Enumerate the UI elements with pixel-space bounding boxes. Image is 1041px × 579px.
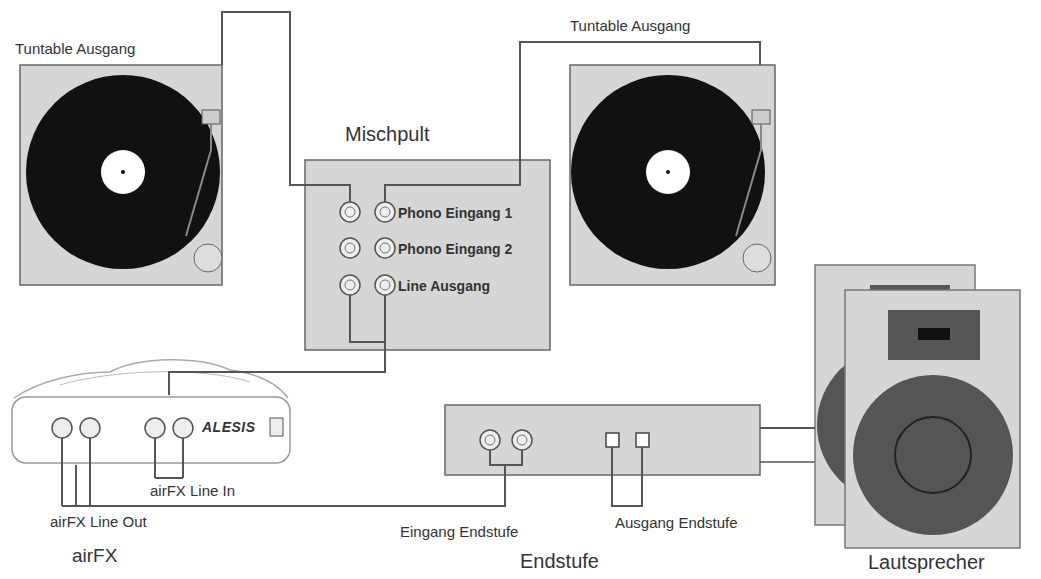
brand-logo: ALESIS <box>202 419 256 435</box>
port-label: Endstufe <box>520 550 599 573</box>
audio-cable <box>169 350 385 395</box>
port-label: Tuntable Ausgang <box>570 17 690 34</box>
device-title: Mischpult <box>345 123 429 146</box>
amplifier: Eingang EndstufeAusgang EndstufeEndstufe <box>445 405 760 475</box>
port-label: Eingang Endstufe <box>400 523 518 540</box>
port-label: Phono Eingang 1 <box>398 205 512 221</box>
speakers <box>815 265 1020 548</box>
turntable-right <box>570 65 775 285</box>
port-label: Lautsprecher <box>868 551 985 574</box>
speaker: Lautsprecher <box>815 265 1020 555</box>
audio-cable <box>520 42 760 160</box>
effects-unit: airFX Line InairFX Line OutairFXALESIS <box>10 395 290 465</box>
port-label: airFX Line In <box>150 482 235 499</box>
port-label: Phono Eingang 2 <box>398 241 512 257</box>
turntable-left <box>20 65 222 285</box>
audio-cable <box>76 465 505 506</box>
port-label: airFX <box>72 545 117 567</box>
mixer: MischpultPhono Eingang 1Phono Eingang 2L… <box>305 160 550 350</box>
mixer-housing <box>305 160 550 350</box>
audio-cable <box>222 12 305 185</box>
audio-cable <box>760 427 815 429</box>
port-label: airFX Line Out <box>50 513 147 530</box>
port-label: Line Ausgang <box>398 278 490 294</box>
turntable: Tuntable Ausgang <box>570 65 775 285</box>
port-label: Tuntable Ausgang <box>15 40 135 57</box>
port-label: Ausgang Endstufe <box>615 514 738 531</box>
airfx-device <box>12 360 290 506</box>
turntable: Tuntable Ausgang <box>20 65 222 285</box>
